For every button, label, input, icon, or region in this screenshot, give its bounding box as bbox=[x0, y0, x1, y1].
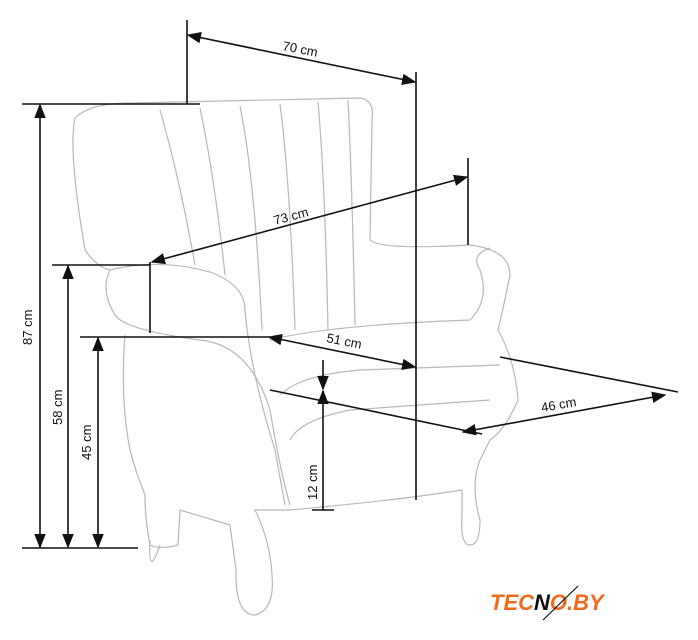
extension-lines bbox=[22, 20, 679, 549]
dim-seat-width-arrow bbox=[267, 333, 417, 371]
label-width: 70 cm bbox=[281, 38, 319, 59]
label-seat-width: 51 cm bbox=[325, 330, 363, 351]
label-armrest-height: 58 cm bbox=[50, 390, 65, 425]
label-total-height: 87 cm bbox=[20, 310, 35, 345]
label-seat-depth: 46 cm bbox=[540, 394, 577, 415]
dim-width-arrow bbox=[186, 31, 417, 86]
label-leg-height: 12 cm bbox=[305, 465, 320, 500]
armchair-sketch bbox=[72, 97, 519, 616]
tecno-by-logo: TECNO.BY bbox=[490, 585, 606, 621]
label-seat-height: 45 cm bbox=[79, 425, 94, 460]
svg-text:TECNO.BY: TECNO.BY bbox=[490, 590, 606, 615]
dim-diagonal-arrow bbox=[150, 174, 469, 265]
dim-seat-depth-arrow bbox=[461, 391, 667, 436]
